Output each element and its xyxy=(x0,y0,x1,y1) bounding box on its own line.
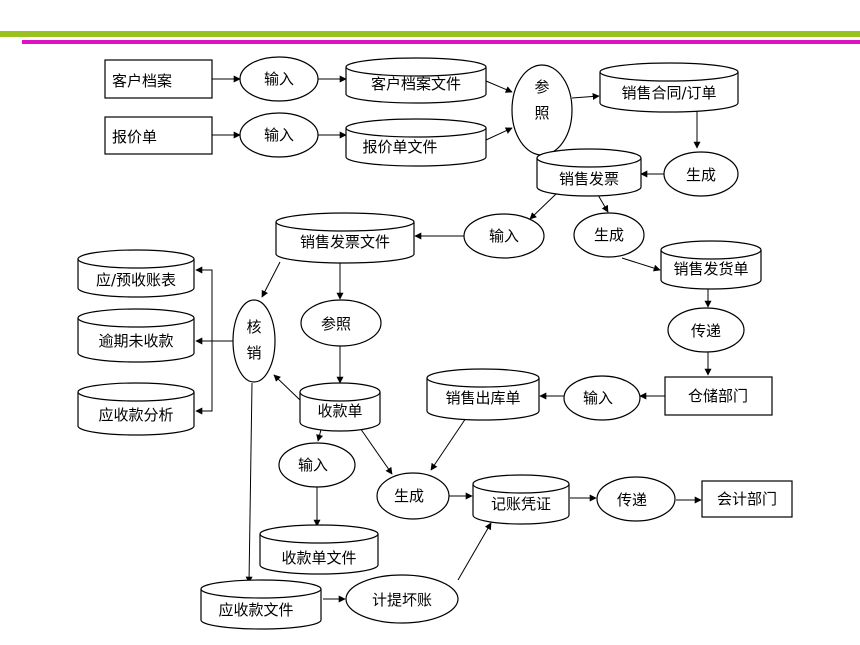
edge-customerfile-refer xyxy=(485,80,513,93)
node-receipt-label: 收款单 xyxy=(317,402,362,420)
node-verify-label-a: 核 xyxy=(246,318,261,336)
edge-quotefile-refer xyxy=(485,127,513,141)
node-receipt: 收款单 xyxy=(299,382,381,432)
node-receipt-file: 收款单文件 xyxy=(259,524,379,575)
node-customer-file: 客户档案 xyxy=(104,59,213,99)
node-verify-label-b: 销 xyxy=(246,344,261,362)
node-sales-invoice-file: 销售发票文件 xyxy=(275,212,415,264)
node-delivery-note: 销售发货单 xyxy=(660,240,762,290)
node-customer-file-doc: 客户档案文件 xyxy=(345,57,487,104)
node-refer-1-label-a: 参 xyxy=(534,78,549,96)
node-receipt-file-label: 收款单文件 xyxy=(281,549,356,567)
node-warehouse: 仓储部门 xyxy=(664,376,773,416)
node-input-3: 输入 xyxy=(463,213,545,259)
node-transfer-1: 传递 xyxy=(667,307,745,353)
node-accounting: 会计部门 xyxy=(701,480,793,518)
node-overdue-label: 逾期未收款 xyxy=(98,332,173,350)
edge-baddebt-voucher xyxy=(457,522,492,581)
edge-invoice-generate2 xyxy=(597,194,609,213)
node-sales-contract-label: 销售合同/订单 xyxy=(621,84,716,102)
node-customer-file-doc-label: 客户档案文件 xyxy=(371,75,461,93)
node-refer-2-label: 参照 xyxy=(321,315,351,333)
node-outbound-note: 销售出库单 xyxy=(426,368,540,421)
header-band-magenta xyxy=(22,40,860,44)
node-generate-3: 生成 xyxy=(376,472,450,520)
node-generate-3-label: 生成 xyxy=(394,487,424,505)
node-refer-1: 参 照 xyxy=(511,64,573,156)
node-quote-label: 报价单 xyxy=(112,128,157,146)
node-ar-file-label: 应收款文件 xyxy=(218,601,293,619)
node-generate-2: 生成 xyxy=(573,212,645,258)
node-input-4: 输入 xyxy=(563,375,641,421)
edge-receipt-generate3 xyxy=(357,424,393,475)
node-ar-analysis-label: 应收款分析 xyxy=(98,406,173,424)
node-ar-table: 应/预收账表 xyxy=(77,249,195,298)
node-quote-file-label: 报价单文件 xyxy=(362,138,437,156)
node-generate-2-label: 生成 xyxy=(594,226,624,244)
node-input-5-label: 输入 xyxy=(298,456,328,474)
header-band-green xyxy=(0,31,860,37)
node-input-3-label: 输入 xyxy=(489,227,519,245)
node-overdue: 逾期未收款 xyxy=(77,308,195,363)
node-generate-1-label: 生成 xyxy=(686,166,716,184)
node-sales-contract: 销售合同/订单 xyxy=(599,62,739,113)
node-refer-2: 参照 xyxy=(300,299,382,347)
node-warehouse-label: 仓储部门 xyxy=(688,387,748,405)
node-transfer-2: 传递 xyxy=(596,476,676,522)
node-transfer-2-label: 传递 xyxy=(617,491,647,509)
node-input-1-label: 输入 xyxy=(264,70,294,88)
node-refer-1-label-b: 照 xyxy=(534,104,549,122)
node-input-2-label: 输入 xyxy=(264,126,294,144)
node-bad-debt-label: 计提坏账 xyxy=(372,591,432,609)
node-input-5: 输入 xyxy=(278,442,356,488)
edge-refer-contract xyxy=(571,92,600,100)
node-ar-file: 应收款文件 xyxy=(200,579,322,630)
edge-outbound-generate3 xyxy=(430,417,467,471)
edge-generate2-delivery xyxy=(621,257,661,272)
edge-verify-arfile xyxy=(245,382,253,584)
node-input-2: 输入 xyxy=(239,112,319,158)
node-quote-file: 报价单文件 xyxy=(345,118,487,167)
edge-invoice-input xyxy=(529,193,557,220)
node-ar-analysis: 应收款分析 xyxy=(77,382,195,436)
node-quote: 报价单 xyxy=(104,116,213,155)
edges xyxy=(195,75,712,603)
node-sales-invoice-file-label: 销售发票文件 xyxy=(300,233,390,251)
node-sales-invoice-label: 销售发票 xyxy=(559,170,619,188)
edge-invoicefile-verify xyxy=(261,261,281,298)
node-sales-invoice: 销售发票 xyxy=(536,148,642,197)
node-input-1: 输入 xyxy=(239,56,319,102)
edge-verify-analysis xyxy=(195,341,213,415)
node-voucher: 记账凭证 xyxy=(472,474,570,525)
node-generate-1: 生成 xyxy=(663,151,739,197)
edge-verify-ar-table xyxy=(195,266,233,342)
node-voucher-label: 记账凭证 xyxy=(491,495,551,513)
node-bad-debt: 计提坏账 xyxy=(345,574,459,624)
node-transfer-1-label: 传递 xyxy=(691,322,721,340)
node-input-4-label: 输入 xyxy=(583,389,613,407)
node-ar-table-label: 应/预收账表 xyxy=(96,271,176,289)
node-customer-file-label: 客户档案 xyxy=(112,72,172,90)
node-verify: 核 销 xyxy=(232,299,276,383)
node-accounting-label: 会计部门 xyxy=(717,490,777,508)
node-delivery-note-label: 销售发货单 xyxy=(673,260,748,278)
edge-receipt-verify xyxy=(273,374,301,401)
node-outbound-note-label: 销售出库单 xyxy=(445,389,520,407)
